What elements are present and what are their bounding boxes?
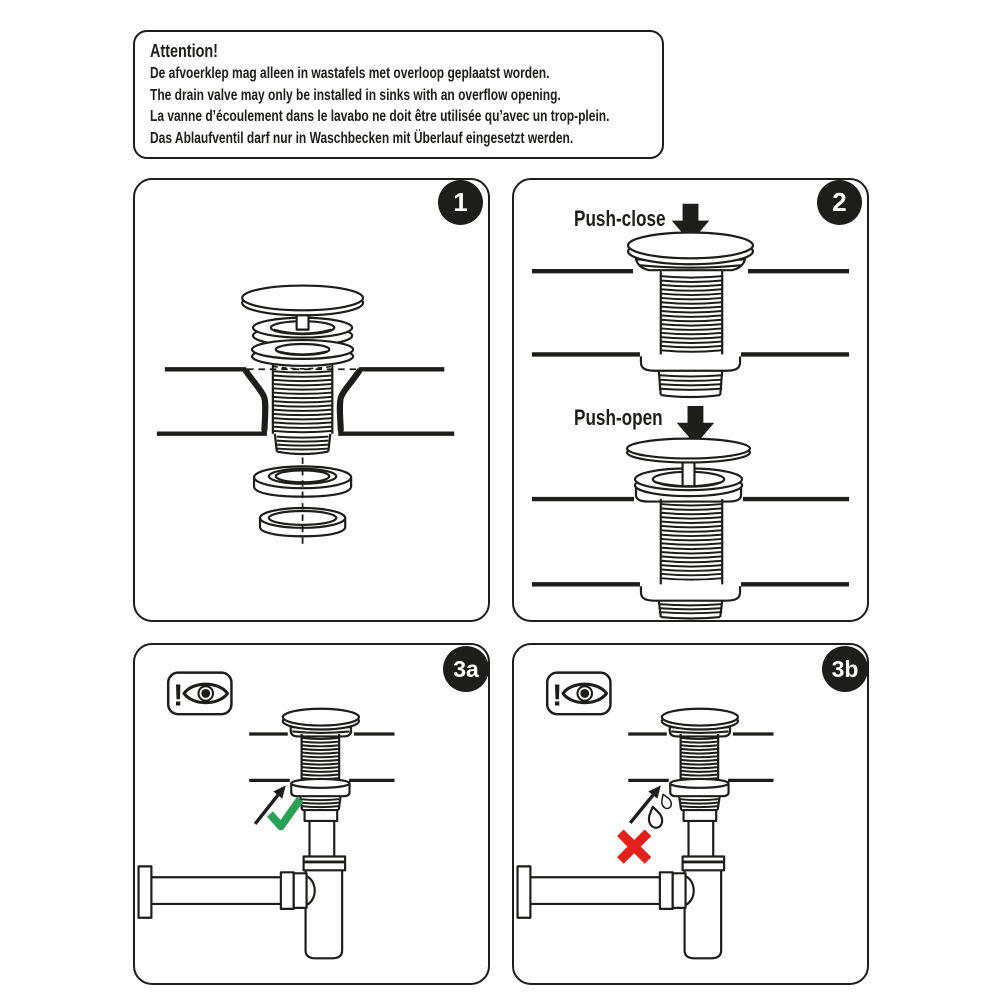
attention-line-fr: La vanne d’écoulement dans le lavabo ne … — [150, 108, 610, 125]
exclamation-icon: ! — [173, 678, 183, 712]
panel-step-3b: 3b ! — [512, 643, 869, 985]
green-check-icon — [267, 796, 304, 831]
panel-step-3a: 3a ! — [133, 643, 490, 985]
incorrect-installation-illustration: ! — [516, 671, 774, 960]
eye-icon — [561, 682, 609, 705]
push-open-label: Push-open — [574, 405, 663, 430]
red-cross-icon — [617, 829, 652, 864]
pointer-arrow — [253, 794, 280, 825]
down-arrow-icon — [676, 405, 715, 445]
push-close-label: Push-close — [574, 206, 666, 231]
attention-title: Attention! — [150, 41, 218, 61]
water-drops-icon — [647, 793, 673, 829]
push-close-open-illustration — [531, 203, 850, 620]
down-arrow-icon — [671, 203, 710, 243]
step-number-badge: 3a — [443, 646, 489, 692]
sink-funnel-left — [243, 368, 269, 433]
attention-box: Attention! De afvoerklep mag alleen in w… — [133, 30, 664, 159]
correct-installation-illustration: ! — [137, 671, 395, 960]
attention-line-nl: De afvoerklep mag alleen in wastafels me… — [150, 65, 550, 82]
attention-line-de: Das Ablaufventil darf nur in Waschbecken… — [150, 129, 574, 147]
panel-step-2: 2 Push-close Push-open — [512, 178, 869, 622]
pointer-arrow — [628, 794, 655, 824]
drain-valve-exploded-illustration — [156, 284, 455, 544]
sink-funnel-right — [336, 368, 363, 433]
step-number-badge: 3b — [822, 646, 868, 692]
panel-step-1: 1 — [133, 178, 490, 622]
exclamation-icon: ! — [552, 678, 562, 712]
visual-check-icon: ! — [166, 671, 233, 716]
eye-icon — [182, 682, 230, 705]
step-number-badge: 2 — [817, 180, 862, 225]
visual-check-icon: ! — [545, 671, 612, 716]
attention-line-en: The drain valve may only be installed in… — [150, 86, 561, 104]
step-number-badge: 1 — [438, 180, 483, 225]
